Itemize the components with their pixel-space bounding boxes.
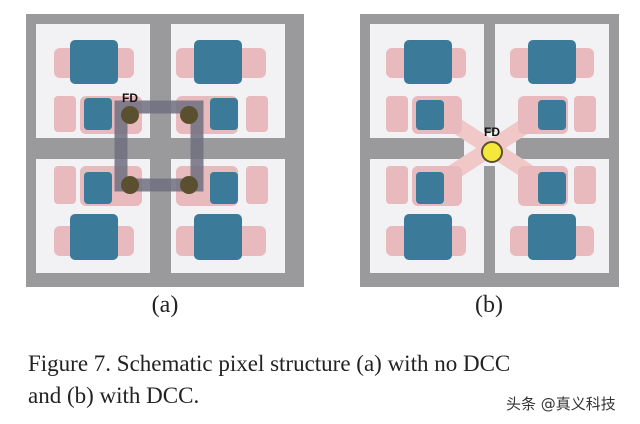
subfigure-label-b: (b) — [475, 292, 503, 318]
fd-label-b: FD — [484, 125, 500, 139]
panel-b-svg: FD — [360, 14, 619, 287]
panel-a-svg: FD — [26, 14, 304, 287]
subfigure-label-a: (a) — [151, 292, 179, 318]
pixel-b-tl-elements — [386, 40, 466, 134]
pixel-a-br-elements — [176, 166, 268, 260]
fd-node-tr — [180, 106, 198, 124]
caption-line-1: Figure 7. Schematic pixel structure (a) … — [28, 351, 511, 376]
fd-metal-interconnect — [114, 100, 204, 192]
watermark-text: 头条 @真义科技 — [506, 395, 616, 413]
caption-line-2: and (b) with DCC. — [28, 383, 200, 408]
pixel-b-bl-elements — [386, 166, 466, 260]
panel-a-diagram: FD — [26, 14, 304, 287]
pixel-a-tr-elements — [176, 40, 268, 134]
fd-node-shared — [481, 141, 503, 163]
fd-node-br — [180, 176, 198, 194]
panel-b-diagram: FD — [360, 14, 619, 287]
pixel-b-tr-elements — [510, 40, 596, 134]
figure-caption: Figure 7. Schematic pixel structure (a) … — [28, 348, 628, 412]
fd-label-a: FD — [122, 91, 138, 105]
fd-node-tl — [121, 106, 139, 124]
pixel-b-br-elements — [510, 166, 596, 260]
pixel-a-bl-elements — [54, 166, 142, 260]
fd-node-bl — [121, 176, 139, 194]
